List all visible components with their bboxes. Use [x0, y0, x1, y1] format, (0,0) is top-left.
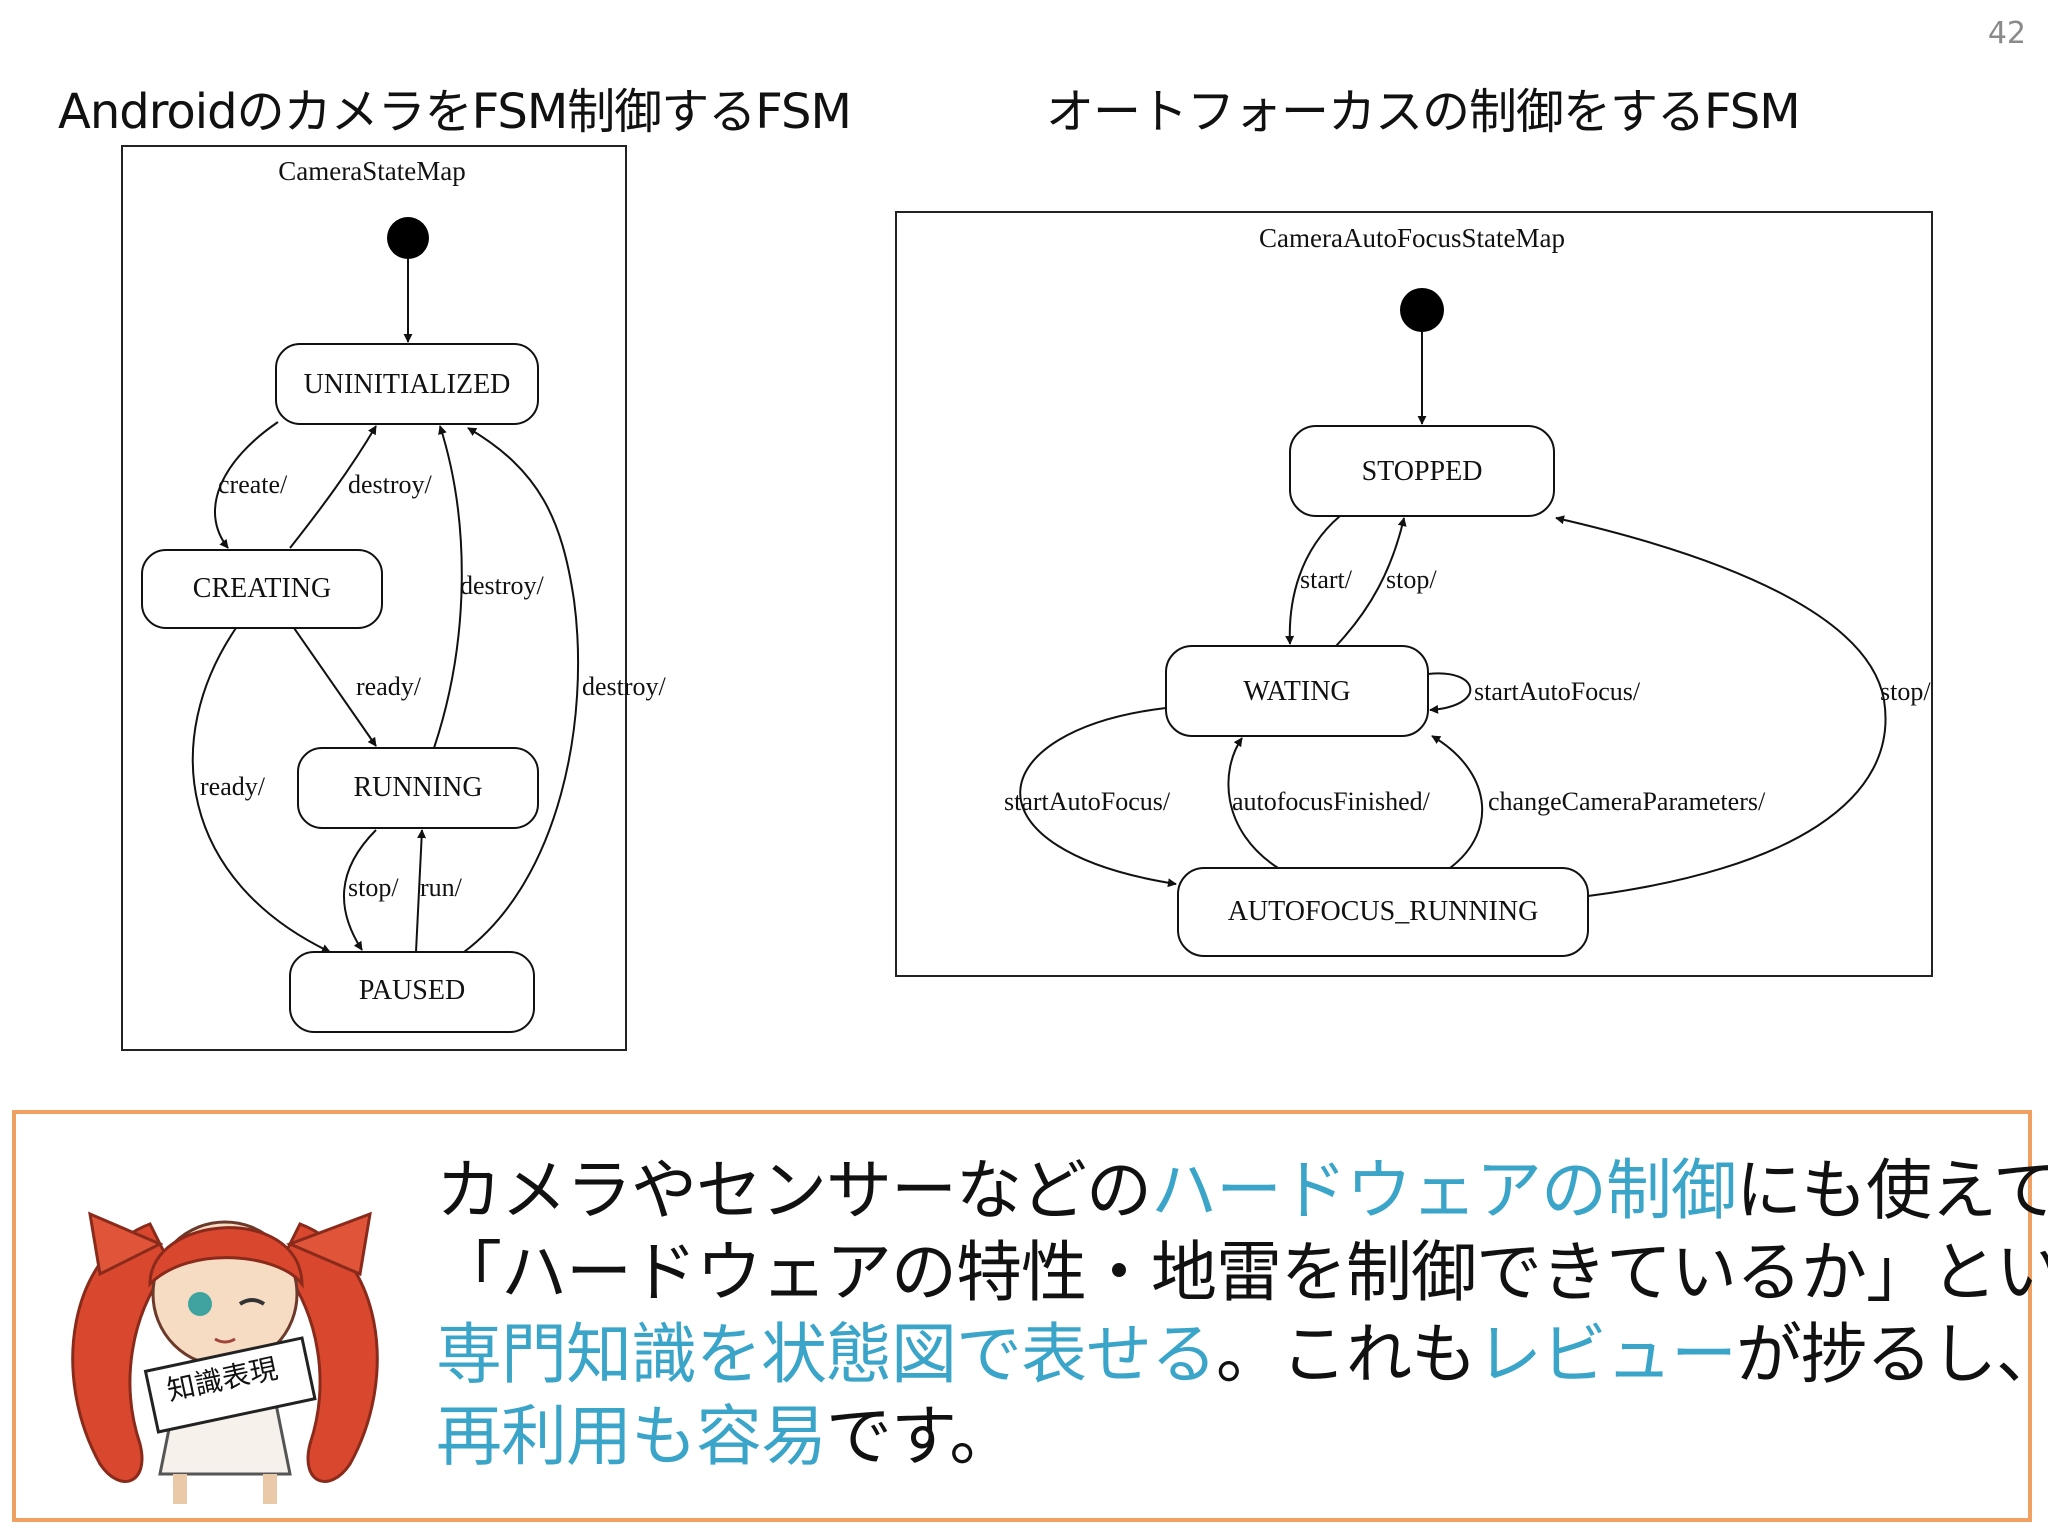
transition-stop-waiting-label: stop/ [1386, 565, 1437, 594]
transition-destroy-running [433, 425, 463, 749]
transition-start-autofocus-label: startAutoFocus/ [1004, 787, 1171, 816]
transition-stop-running [1555, 515, 1887, 897]
state-paused [289, 951, 535, 1033]
left-diagram-title: CameraStateMap [278, 156, 465, 186]
state-diagrams: CameraStateMap UNINITIALIZED CREATING RU… [121, 145, 1933, 1051]
callout-line3-highlight-c: レビュー [1476, 1316, 1737, 1393]
right-diagram-frame [895, 211, 1933, 977]
transition-create-label: create/ [218, 470, 288, 499]
transition-start [1285, 515, 1341, 645]
transition-destroy-creating [289, 425, 377, 549]
callout-line3-highlight-a: 専門知識を状態図で表せる [436, 1316, 1217, 1393]
transition-change-camera-parameters [1431, 735, 1484, 869]
left-diagram-heading: AndroidのカメラをFSM制御するFSM [58, 84, 852, 140]
transition-start-autofocus-self [1427, 672, 1472, 714]
transition-stop-label: stop/ [348, 873, 399, 902]
transition-stop [342, 829, 377, 951]
state-creating [141, 549, 383, 629]
transition-destroy-paused [463, 427, 579, 953]
left-initial-node [387, 217, 429, 259]
callout-line3-part-d: が捗るし、 [1736, 1316, 2048, 1393]
callout-line2-text: 「ハードウェアの特性・地雷を制御できているか」という [436, 1234, 2048, 1311]
transition-start-autofocus-self-label: startAutoFocus/ [1474, 677, 1641, 706]
callout-line-1: カメラやセンサーなどのハードウェアの制御にも使えて [436, 1150, 2048, 1232]
mascot-character-illustration [71, 1211, 379, 1504]
transition-destroy-creating-label: destroy/ [348, 470, 433, 499]
callout-line1-part-c: にも使えて [1736, 1152, 2048, 1229]
transition-autofocus-finished-label: autofocusFinished/ [1232, 787, 1431, 816]
right-diagram-title: CameraAutoFocusStateMap [1259, 223, 1565, 253]
state-stopped-label: STOPPED [1362, 456, 1483, 487]
callout-line3-part-b: 。これも [1216, 1316, 1477, 1393]
transition-stop-running-label: stop/ [1880, 677, 1931, 706]
transition-create [213, 421, 279, 549]
transition-ready-running-label: ready/ [356, 672, 422, 701]
callout-line4-highlight: 再利用も容易 [436, 1398, 827, 1475]
callout-text: カメラやセンサーなどのハードウェアの制御にも使えて 「ハードウェアの特性・地雷を… [436, 1150, 2048, 1478]
state-running-label: RUNNING [353, 772, 482, 803]
transition-start-autofocus [1019, 707, 1177, 888]
state-autofocus-running [1177, 867, 1589, 957]
transition-ready-paused-label: ready/ [200, 772, 266, 801]
left-diagram-frame [121, 145, 627, 1051]
transition-ready-paused [191, 627, 331, 953]
callout-line1-part-a: カメラやセンサーなどの [436, 1152, 1152, 1229]
state-autofocus-running-label: AUTOFOCUS_RUNNING [1228, 896, 1539, 927]
transition-stop-waiting [1335, 517, 1407, 647]
transition-run [415, 829, 427, 953]
callout-line-4: 再利用も容易です。 [436, 1396, 2006, 1478]
callout-line-3: 専門知識を状態図で表せる。これもレビューが捗るし、 [436, 1314, 2048, 1396]
summary-callout: 知識表現 カメラやセンサーなどのハードウェアの制御にも使えて 「ハードウェアの特… [12, 1110, 2048, 1522]
callout-line-2: 「ハードウェアの特性・地雷を制御できているか」という [436, 1232, 2048, 1314]
transition-start-label: start/ [1300, 565, 1353, 594]
transition-destroy-paused-label: destroy/ [582, 672, 667, 701]
state-uninitialized-label: UNINITIALIZED [304, 369, 511, 400]
state-running [297, 747, 539, 829]
camera-state-map: CameraStateMap UNINITIALIZED CREATING RU… [121, 145, 667, 1051]
right-diagram-heading: オートフォーカスの制御をするFSM [1046, 84, 1801, 140]
page-number: 42 [1987, 16, 2026, 51]
state-creating-label: CREATING [193, 573, 331, 604]
state-uninitialized [275, 343, 539, 425]
transition-autofocus-finished [1227, 737, 1279, 869]
callout-line4-part-b: です。 [826, 1398, 1015, 1475]
state-stopped [1289, 425, 1555, 517]
transition-ready-running [293, 627, 377, 747]
transition-run-label: run/ [420, 873, 463, 902]
camera-autofocus-state-map: CameraAutoFocusStateMap STOPPED WATING A… [895, 211, 1933, 977]
transition-destroy-running-label: destroy/ [460, 571, 545, 600]
state-waiting [1165, 645, 1429, 737]
state-paused-label: PAUSED [359, 975, 465, 1006]
right-initial-node [1400, 288, 1444, 332]
state-waiting-label: WATING [1243, 676, 1350, 707]
transition-change-camera-parameters-label: changeCameraParameters/ [1488, 787, 1766, 816]
callout-line1-highlight: ハードウェアの制御 [1151, 1152, 1737, 1229]
